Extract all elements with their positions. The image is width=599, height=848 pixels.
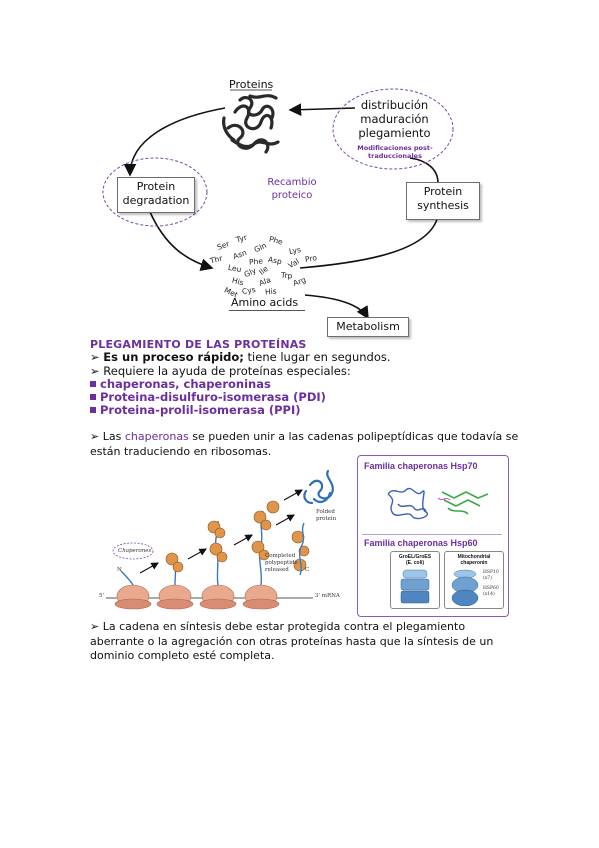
paragraph-chaperonas: ➢ Las chaperonas se pueden unir a las ca… (90, 430, 519, 458)
paragraph-cadena-sintesis: ➢ La cadena en síntesis debe estar prote… (90, 620, 494, 662)
arrow-degradation-to-aminoacids (149, 211, 214, 271)
hsp60-title: Familia chaperonas Hsp60 (364, 538, 478, 548)
arrow-to-metabolism (304, 294, 369, 320)
groel-label: GroEL/GroES (E. coli) (398, 554, 432, 566)
recambio-proteico-label: Recambio proteico (267, 177, 317, 201)
mito-chaperonin-image (451, 569, 479, 606)
chaperone-families-panel: Familia chaperonas Hsp70 Familia chapero… (357, 455, 509, 617)
arrow-synthesis-to-mods (409, 157, 439, 184)
c-terminus-label: C (305, 567, 310, 573)
proceso-rapido-bold: Es un proceso rápido; (103, 350, 244, 364)
bullet-ppi: Proteina-prolil-isomerasa (PPI) (90, 403, 301, 418)
line-requiere-ayuda: ➢ Requiere la ayuda de proteínas especia… (90, 364, 351, 378)
arrow-marker: ➢ (90, 350, 100, 364)
hsp70-structure-image (387, 487, 489, 520)
folded-protein-label: Folded protein (316, 509, 337, 522)
cycle-top-right-label: distribución maduración plegamiento (352, 98, 437, 140)
protein-cycle-diagram (102, 88, 454, 320)
protein-synthesis-box: Protein synthesis (406, 182, 480, 220)
ribosome-translation-figure (106, 469, 334, 610)
arrow-aminoacids-to-synthesis (299, 215, 439, 269)
line-proceso-rapido: ➢ Es un proceso rápido; tiene lugar en s… (90, 350, 391, 364)
chaperonas-highlight: chaperonas (124, 430, 189, 443)
arrow-marker: ➢ (90, 430, 100, 443)
square-bullet-icon (90, 394, 96, 400)
amino-acids-label: Amino acids (231, 296, 299, 309)
aa-his2: His (264, 286, 278, 297)
label-plegamiento: plegamiento (358, 126, 431, 140)
proteins-label: Proteins (229, 78, 274, 91)
protein-degradation-box: Protein degradation (117, 177, 195, 213)
n-terminus-label: N (117, 567, 122, 573)
mitochondrial-box: Mitochondrial chaperonin HSP10 (x7) HSP6… (444, 551, 504, 609)
protein-structure-image (222, 94, 280, 154)
mods-label: Modificaciones post- traduccionales (357, 144, 433, 160)
hsp60-label: HSP60 (x14) (483, 586, 499, 597)
dashed-circle-mods (332, 88, 454, 170)
dashed-circle-degradation (102, 157, 208, 227)
arrow-mods-to-proteins (288, 103, 356, 117)
chaperone-molecules (165, 500, 310, 573)
hsp70-title: Familia chaperonas Hsp70 (364, 461, 478, 471)
bullet-pdi: Proteina-disulfuro-isomerasa (PDI) (90, 390, 326, 405)
metabolism-box: Metabolism (327, 317, 409, 337)
arrow-marker: ➢ (90, 620, 100, 633)
square-bullet-icon (90, 407, 96, 413)
groel-box: GroEL/GroES (E. coli) (390, 551, 440, 609)
three-prime-label: 3' mRNA (315, 593, 340, 599)
ribosomes (114, 584, 280, 610)
mito-label: Mitochondrial chaperonin (457, 554, 491, 566)
folded-protein-icon (303, 469, 334, 505)
hsp10-label: HSP10 (x7) (483, 570, 499, 581)
square-bullet-icon (90, 381, 96, 387)
completed-chain-label: Completed polypeptide released (265, 553, 298, 573)
arrow-marker: ➢ (90, 364, 100, 378)
arrow-proteins-to-degradation (123, 107, 226, 177)
chaperones-label: Chaperones (118, 548, 152, 554)
amino-acids-underline (229, 310, 305, 311)
label-distribucion: distribución (360, 98, 429, 112)
label-maduracion: maduración (360, 112, 429, 126)
bullet-chaperonas: chaperonas, chaperoninas (90, 377, 271, 392)
five-prime-label: 5' (99, 593, 105, 599)
groel-structure-image (400, 569, 430, 604)
hsp70-divider (362, 534, 502, 535)
section-title: PLEGAMIENTO DE LAS PROTEÍNAS (90, 338, 307, 351)
